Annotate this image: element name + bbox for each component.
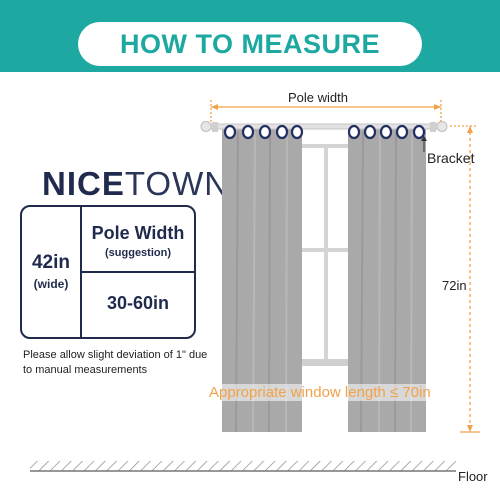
left-curtain <box>222 127 302 433</box>
window-frame <box>290 144 362 366</box>
brand-logo: NICETOWN <box>42 165 229 203</box>
size-table: 42in (wide) Pole Width (suggestion) 30-6… <box>20 205 196 339</box>
width-cell: 42in (wide) <box>22 207 82 337</box>
brand-logo-light: TOWN <box>124 165 230 202</box>
height-label: 72in <box>442 278 467 293</box>
left-grommets <box>223 124 304 140</box>
floor <box>30 461 456 472</box>
pole-width-label: Pole width <box>288 90 348 105</box>
floor-label: Floor <box>458 469 488 484</box>
pole-width-header: Pole Width <box>91 223 185 243</box>
window-length-label: Appropriate window length ≤ 70in <box>206 384 434 401</box>
page-title: HOW TO MEASURE <box>119 29 380 59</box>
right-grommets <box>347 124 426 140</box>
pole-width-range: 30-60in <box>106 293 170 313</box>
curtain-width-value: 42in <box>31 252 71 273</box>
brand-logo-bold: NICE <box>42 165 125 202</box>
pole-width-suggestion: (suggestion) <box>105 247 171 259</box>
curtain-width-note: (wide) <box>33 277 69 291</box>
pole-width-dimension <box>210 100 442 124</box>
right-curtain <box>348 127 426 433</box>
deviation-note: Please allow slight deviation of 1" due … <box>23 349 208 376</box>
title-pill <box>78 22 422 66</box>
height-dimension <box>450 125 480 433</box>
bracket-arrow <box>421 136 427 152</box>
bracket-label: Bracket <box>427 150 475 166</box>
pole-width-range-cell: 30-60in <box>82 273 194 337</box>
pole-width-header-cell: Pole Width (suggestion) <box>82 207 194 273</box>
